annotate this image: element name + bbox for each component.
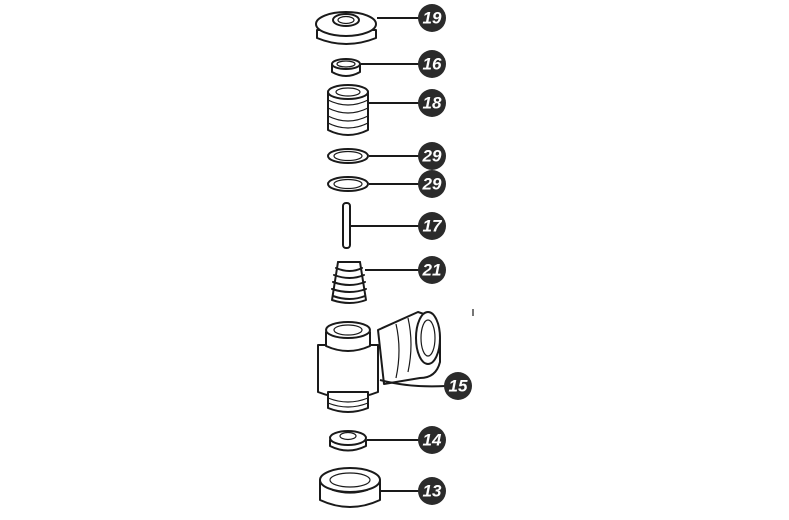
callout-18: 18 (418, 89, 446, 117)
callout-19: 19 (418, 4, 446, 32)
callout-16: 16 (418, 50, 446, 78)
callout-19-label: 19 (423, 9, 442, 28)
callout-14: 14 (418, 426, 446, 454)
callout-29a-label: 29 (422, 147, 442, 166)
callout-13-label: 13 (423, 482, 442, 501)
part-18-packing (327, 84, 369, 136)
leader-lines (351, 17, 447, 492)
callout-17: 17 (418, 212, 446, 240)
callout-14-label: 14 (423, 431, 442, 450)
part-14-washer (329, 430, 367, 452)
part-13-nut (319, 467, 381, 508)
part-29-o-ring-lower (327, 176, 369, 192)
callout-15: 15 (444, 372, 472, 400)
callout-21-label: 21 (422, 261, 442, 280)
callout-16-label: 16 (423, 55, 442, 74)
callout-15-label: 15 (449, 377, 468, 396)
part-16-seal (331, 58, 361, 77)
part-17-pin (342, 202, 351, 249)
callout-29-lower: 29 (418, 170, 446, 198)
callout-13: 13 (418, 477, 446, 505)
callout-21: 21 (418, 256, 446, 284)
part-29-o-ring-upper (327, 148, 369, 164)
callout-18-label: 18 (423, 94, 442, 113)
part-15-body (317, 311, 441, 413)
leader-15 (379, 379, 447, 388)
callout-17-label: 17 (423, 217, 443, 236)
callout-29b-label: 29 (422, 175, 442, 194)
callout-29-upper: 29 (418, 142, 446, 170)
part-21-spring (331, 261, 367, 304)
part-19-cap (315, 11, 377, 45)
